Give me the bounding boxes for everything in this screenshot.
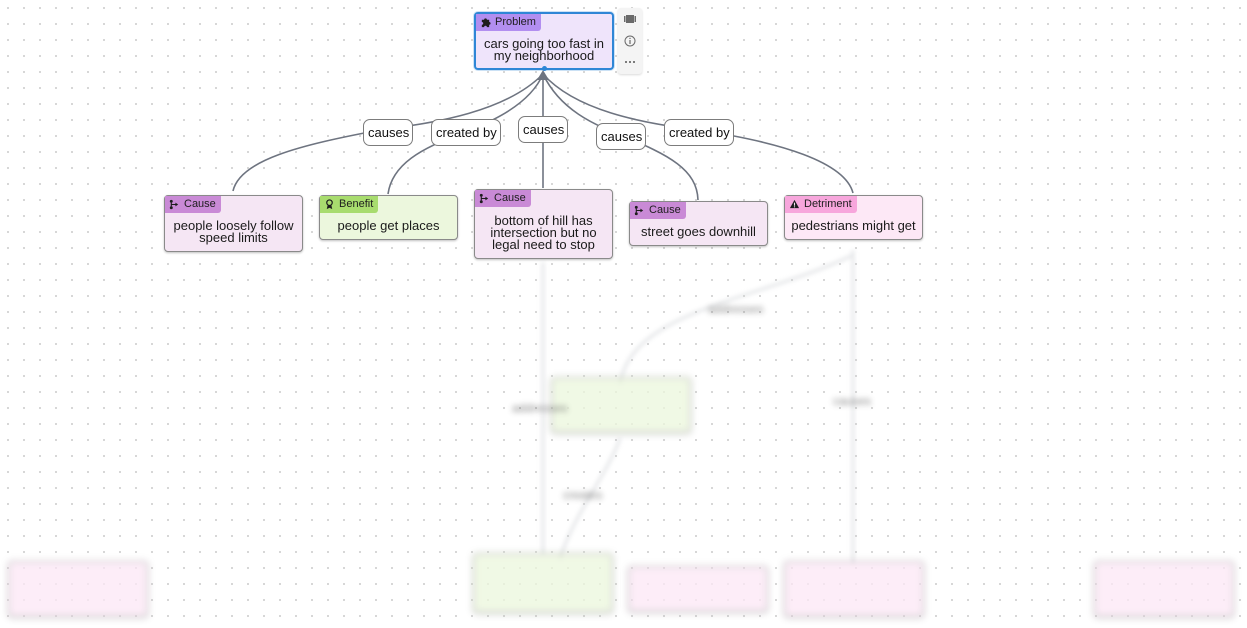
node-toolbar [618,8,642,74]
puzzle-icon [481,18,491,28]
edge-label[interactable]: causes [596,123,646,150]
detriment-tag: Detriment [785,196,857,213]
edge-label[interactable]: created by [664,119,734,146]
branch-icon [634,205,644,216]
blurred-edge-label: creates [563,488,603,502]
warning-icon [789,199,800,209]
blurred-node [1094,561,1234,617]
edge-label[interactable]: causes [363,119,413,146]
problem-tag: Problem [476,14,541,31]
cause-text: bottom of hill has intersection but no l… [490,212,597,252]
detriment-node[interactable]: Detriment pedestrians might get [784,195,923,240]
benefit-tag-label: Benefit [339,198,374,210]
benefit-node[interactable]: Benefit people get places [319,195,458,240]
branch-icon [479,193,489,204]
problem-text: cars going too fast in my neighborhood [484,35,604,63]
blurred-node [551,377,691,433]
cause-text: street goes downhill [641,224,756,239]
cause-node[interactable]: Cause street goes downhill [629,201,768,246]
cause-tag: Cause [630,202,686,219]
connection-handle[interactable] [542,66,547,71]
blurred-edge-label: causes [833,394,872,408]
info-icon[interactable] [622,33,638,49]
benefit-text: people get places [337,218,440,233]
medal-icon [326,199,333,210]
detriment-text: pedestrians might get [791,218,916,233]
blurred-node [628,566,768,612]
blurred-node [784,561,924,617]
more-icon[interactable] [622,54,638,70]
problem-tag-label: Problem [495,16,536,28]
film-strip-icon[interactable] [622,11,638,27]
blurred-node [473,553,613,613]
cause-tag: Cause [475,190,531,207]
branch-icon [169,199,179,210]
blurred-node [8,561,148,617]
cause-tag: Cause [165,196,221,213]
edge-label[interactable]: created by [431,119,501,146]
cause-node[interactable]: Cause bottom of hill has intersection bu… [474,189,613,259]
cause-tag-label: Cause [494,192,526,204]
cause-node[interactable]: Cause people loosely follow speed limits [164,195,303,252]
arrowhead [537,70,549,80]
benefit-tag: Benefit [320,196,379,213]
blurred-edge-label: addresses [708,302,764,316]
cause-tag-label: Cause [649,204,681,216]
cause-tag-label: Cause [184,198,216,210]
blurred-edge-label: addresses [512,401,568,415]
cause-text: people loosely follow speed limits [173,218,294,245]
detriment-tag-label: Detriment [804,198,852,210]
edge-label[interactable]: causes [518,116,568,143]
problem-node[interactable]: Problem cars going too fast in my neighb… [474,12,614,71]
